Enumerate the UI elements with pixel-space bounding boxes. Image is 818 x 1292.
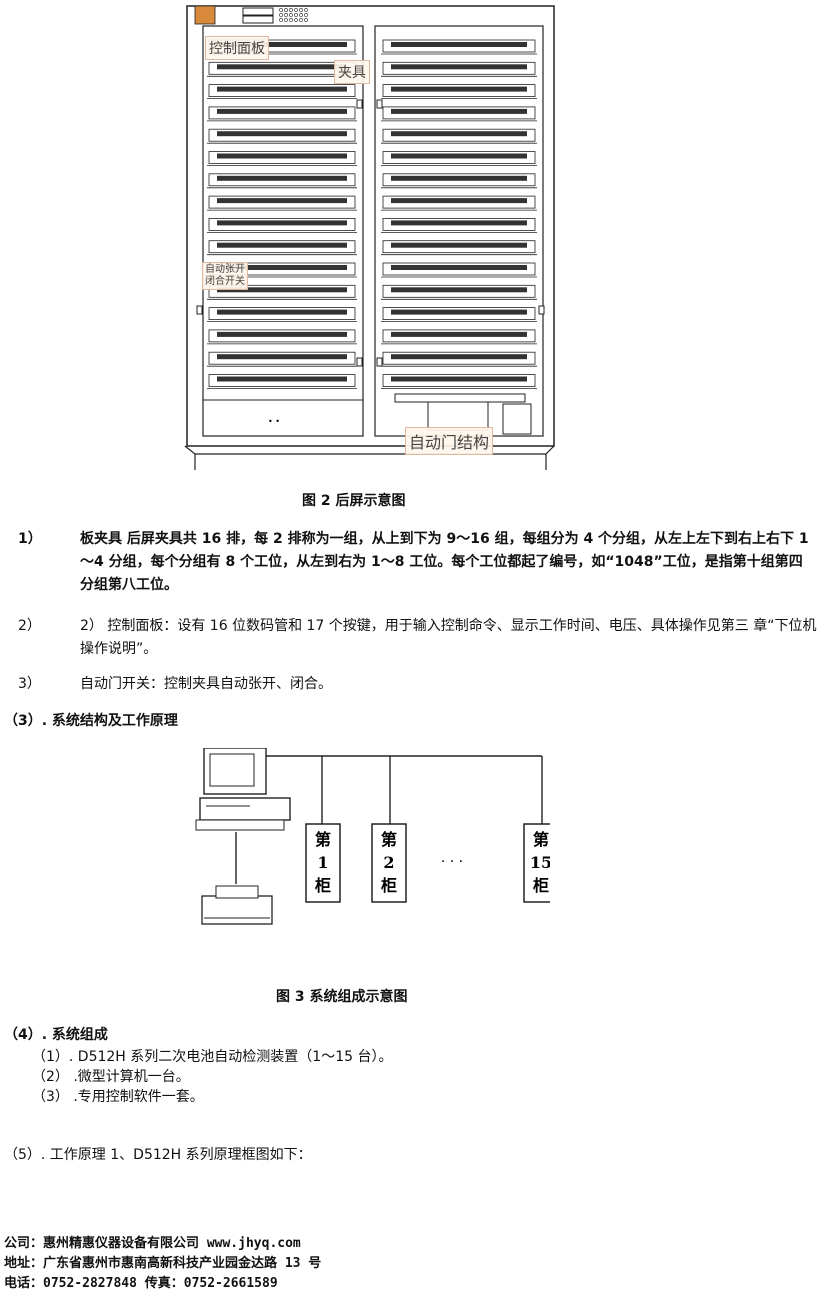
fixture-row — [381, 351, 537, 367]
fixture-row — [207, 351, 357, 367]
cabinet-box — [523, 823, 550, 903]
auto-switch-label: 自动张开 闭合开关 — [202, 262, 248, 290]
fixture-row — [381, 84, 537, 99]
section4-line: （1）. D512H 系列二次电池自动检测装置（1～15 台）。 — [32, 1049, 393, 1065]
svg-text:• •: • • — [268, 417, 280, 426]
fixture-row — [381, 374, 537, 389]
item-text: 2） 控制面板：设有 16 位数码管和 17 个按键，用于输入控制命令、显示工作… — [80, 618, 817, 657]
fixture-row — [381, 240, 537, 256]
cabinet-label: 柜 — [381, 876, 397, 895]
figure3-caption: 图 3 系统组成示意图 — [276, 989, 408, 1005]
system-diagram: 第 1 柜 第 2 柜 第 15 柜 · · · — [195, 748, 550, 925]
cabinet-label: 15 — [530, 853, 550, 872]
keypad-icon — [279, 8, 308, 22]
fixture-row — [207, 240, 357, 256]
fixture-row — [207, 307, 357, 323]
fixture-row — [207, 329, 357, 345]
fixture-row — [381, 173, 537, 189]
item-number: 2） — [18, 618, 41, 634]
cabinet-box — [305, 823, 341, 903]
cabinet-label: 第 — [533, 830, 549, 849]
figure2-caption: 图 2 后屏示意图 — [302, 493, 406, 509]
cabinet-label: 第 — [315, 830, 331, 849]
fixture-row — [207, 195, 357, 211]
fixture-row — [207, 106, 357, 122]
fixture-row — [381, 195, 537, 211]
control-panel-label: 控制面板 — [205, 36, 269, 60]
fixture-row — [381, 262, 537, 278]
cabinet-ellipsis: · · · — [441, 854, 463, 870]
footer-phone: 电话：0752-2827848 传真：0752-2661589 — [4, 1276, 278, 1291]
fixture-row — [207, 61, 357, 77]
section3-title: （3）. 系统结构及工作原理 — [4, 713, 178, 729]
fixture-row — [381, 61, 537, 77]
fixture-row — [207, 84, 357, 99]
fixture-row — [207, 151, 357, 166]
fixture-rows-left — [207, 39, 357, 389]
footer-address: 地址：广东省惠州市惠南高新科技产业园金达路 13 号 — [4, 1256, 322, 1271]
rear-panel-diagram: • • — [184, 5, 555, 470]
printer-icon — [201, 885, 273, 925]
fixture-label: 夹具 — [334, 60, 370, 84]
item-number: 3） — [18, 676, 41, 692]
fixture-row — [381, 151, 537, 166]
fixture-row — [381, 39, 537, 55]
section4-line: （2） .微型计算机一台。 — [32, 1069, 190, 1085]
item-number: 1） — [18, 531, 42, 547]
cabinet-label: 柜 — [533, 876, 549, 895]
item-text: 板夹具 后屏夹具共 16 排，每 2 排称为一组，从上到下为 9～16 组，每组… — [80, 531, 809, 593]
auto-switch-label-line2: 闭合开关 — [205, 276, 245, 287]
fixture-row — [207, 217, 357, 233]
footer-company: 公司：惠州精惠仪器设备有限公司 www.jhyq.com — [4, 1236, 301, 1251]
cabinet-label: 2 — [383, 853, 394, 872]
section5-title: （5）. 工作原理 1、D512H 系列原理框图如下： — [4, 1147, 312, 1163]
section4-line: （3） .专用控制软件一套。 — [32, 1089, 204, 1105]
fixture-row — [381, 217, 537, 233]
item-text: 自动门开关：控制夹具自动张开、闭合。 — [80, 676, 332, 692]
cabinet-label: 第 — [381, 830, 397, 849]
fixture-rows-right — [381, 39, 537, 389]
fixture-row — [207, 173, 357, 189]
fixture-row — [381, 329, 537, 345]
fixture-row — [207, 128, 357, 144]
fixture-row — [207, 374, 357, 389]
cabinet-box — [371, 823, 407, 903]
auto-switch-label-line1: 自动张开 — [205, 264, 245, 275]
fixture-row — [381, 307, 537, 323]
cabinet-label: 1 — [317, 853, 328, 872]
auto-door-label: 自动门结构 — [405, 427, 494, 455]
fixture-row — [381, 284, 537, 300]
fixture-row — [381, 128, 537, 144]
cabinet-label: 柜 — [315, 876, 331, 895]
fixture-row — [381, 106, 537, 122]
computer-icon — [195, 748, 291, 831]
section4-title: （4）. 系统组成 — [4, 1027, 108, 1043]
